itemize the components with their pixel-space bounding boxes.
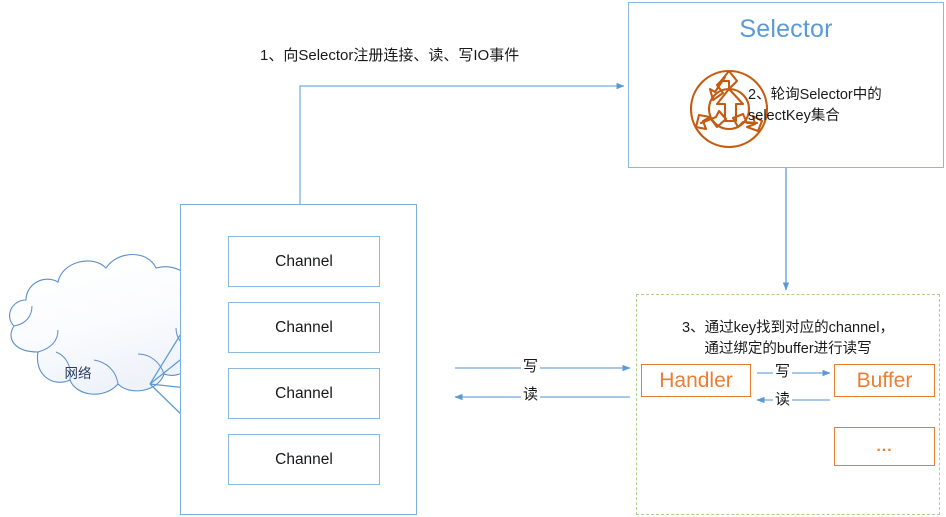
channel-box[interactable]: Channel (228, 236, 380, 287)
channel-box[interactable]: Channel (228, 434, 380, 485)
selector-title: Selector (739, 15, 833, 43)
network-cloud-label: 网络 (64, 366, 92, 381)
more-buffers-box[interactable]: ... (834, 427, 935, 466)
step3-note: 3、通过key找到对应的channel， 通过绑定的buffer进行读写 (636, 318, 940, 360)
refresh-cycle-icon (689, 69, 769, 149)
register-connector (299, 82, 625, 204)
selector-step2-line2: selectKey集合 (748, 107, 840, 124)
buffer-box[interactable]: Buffer (834, 364, 935, 397)
read-label-inner: 读 (773, 388, 793, 409)
channel-box[interactable]: Channel (228, 368, 380, 419)
step1-label: 1、向Selector注册连接、读、写IO事件 (260, 47, 520, 64)
channel-box[interactable]: Channel (228, 302, 380, 353)
selector-step2-note: 2、轮询Selector中的 selectKey集合 (748, 85, 938, 126)
outer-io-arrows (454, 364, 631, 401)
write-label-outer: 写 (521, 355, 541, 376)
handler-buffer-region (636, 294, 940, 515)
read-label-outer: 读 (521, 383, 541, 404)
selector-box[interactable]: Selector 2、轮询Selector中的 selectKey集合 (628, 2, 944, 168)
step3-line1: 3、通过key找到对应的channel， (682, 320, 894, 336)
selector-step2-line1: 2、轮询Selector中的 (748, 87, 882, 103)
inner-io-arrows (756, 369, 831, 404)
step3-line2: 通过绑定的buffer进行读写 (704, 341, 872, 358)
handler-box[interactable]: Handler (641, 364, 751, 397)
write-label-inner: 写 (773, 360, 793, 381)
